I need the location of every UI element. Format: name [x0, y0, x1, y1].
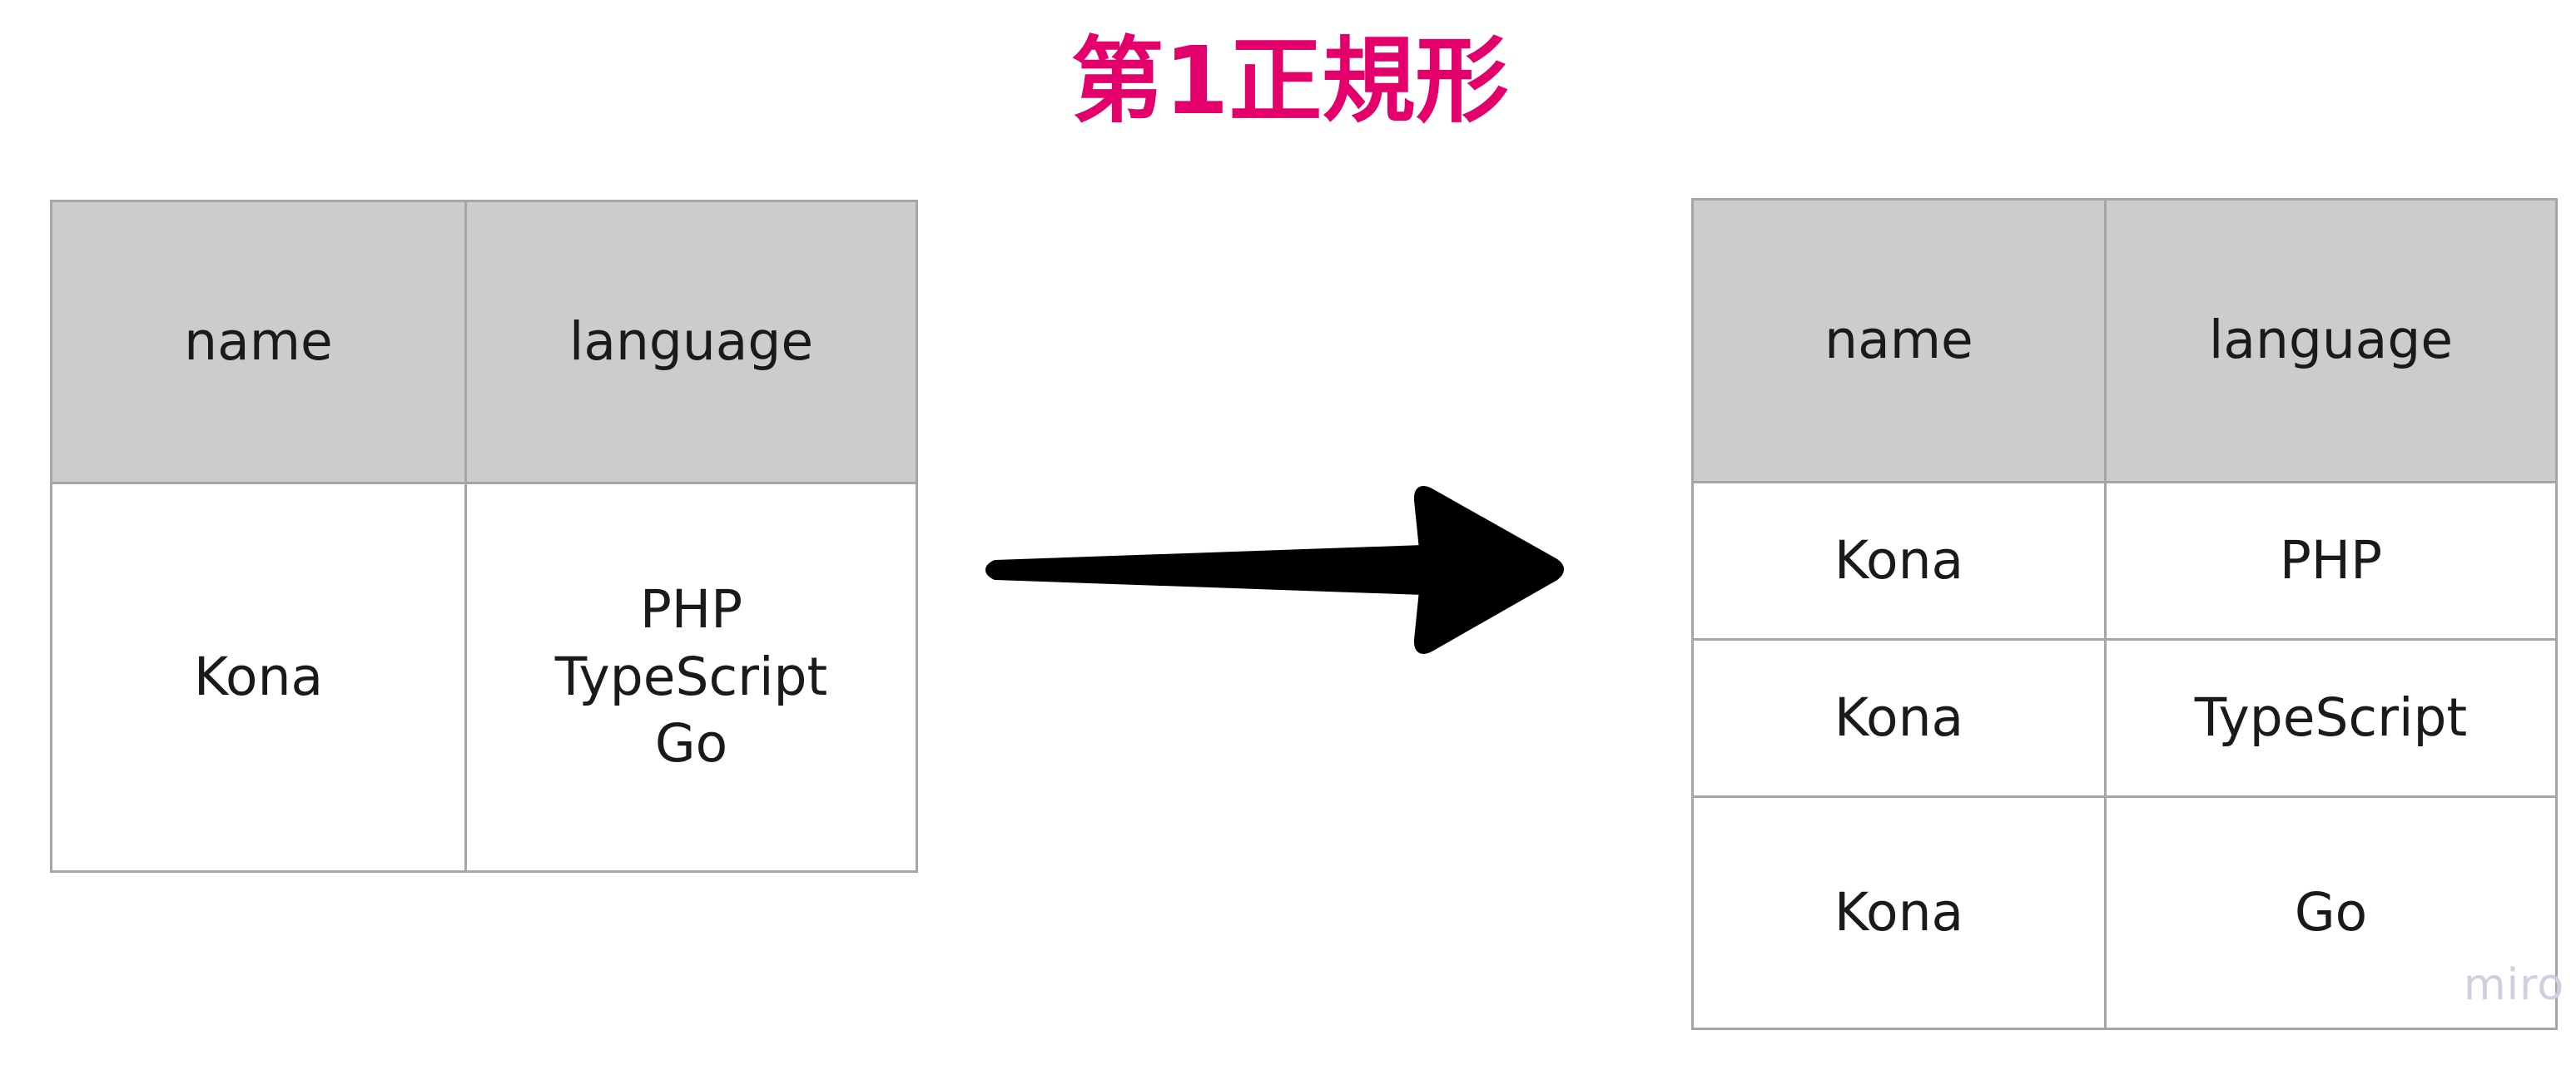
cell-name: Kona: [50, 482, 467, 873]
table-row: Kona PHP: [1691, 481, 2558, 641]
column-header-name: name: [50, 200, 467, 484]
table-row: Kona TypeScript: [1691, 638, 2558, 798]
page-title: 第1正規形: [0, 27, 2576, 136]
cell-name: Kona: [1691, 795, 2107, 1030]
cell-language: TypeScript: [2104, 638, 2558, 798]
cell-language-multivalued: PHP TypeScript Go: [464, 482, 918, 873]
cell-name: Kona: [1691, 638, 2107, 798]
table-row: Kona Go: [1691, 795, 2558, 1030]
column-header-language: language: [464, 200, 918, 484]
table-header-row: name language: [1691, 198, 2558, 483]
cell-language: Go: [2104, 795, 2558, 1030]
table-header-row: name language: [50, 200, 918, 484]
column-header-name: name: [1691, 198, 2107, 483]
table-row: Kona PHP TypeScript Go: [50, 482, 918, 873]
column-header-language: language: [2104, 198, 2558, 483]
cell-name: Kona: [1691, 481, 2107, 641]
first-normal-form-table: name language Kona PHP Kona TypeScript K…: [1691, 198, 2558, 1030]
unnormalized-table: name language Kona PHP TypeScript Go: [50, 200, 918, 873]
arrow-right-icon: [982, 478, 1565, 661]
page-title-text: 第1正規形: [1070, 27, 1509, 136]
miro-watermark: miro: [2464, 960, 2565, 1010]
cell-language: PHP: [2104, 481, 2558, 641]
